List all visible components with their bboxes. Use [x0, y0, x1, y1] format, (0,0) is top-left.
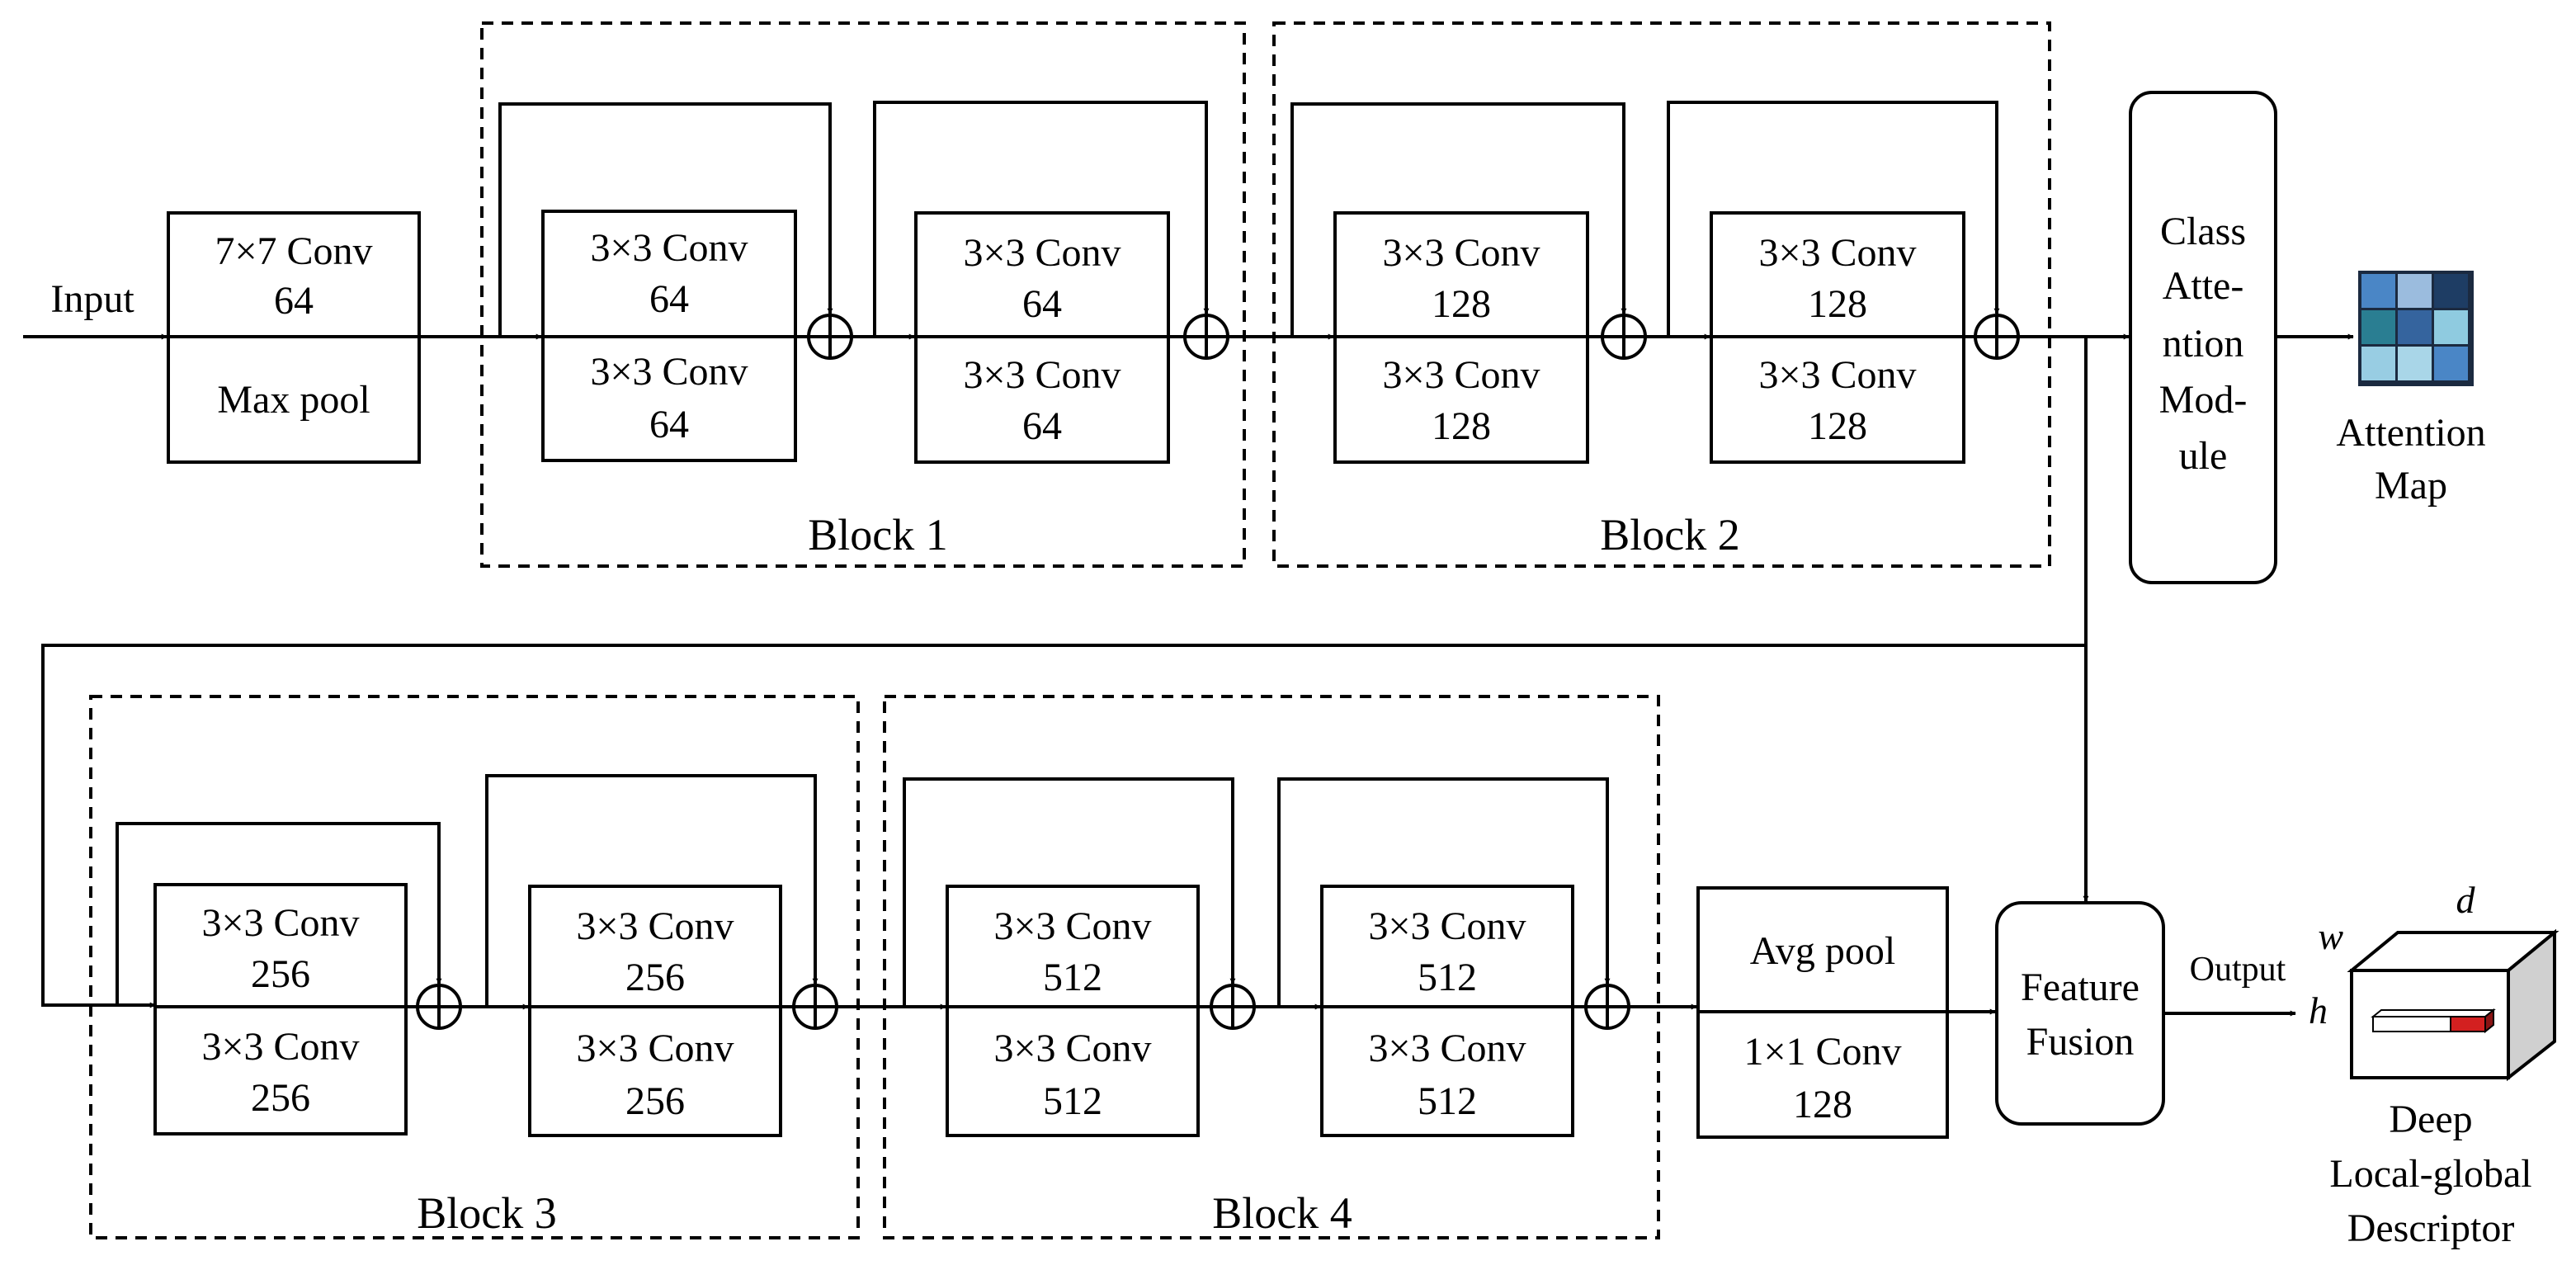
conv-label: 3×3 Conv — [201, 901, 359, 945]
block-1-conv-a: 3×3 Conv 64 3×3 Conv 64 — [541, 210, 797, 462]
block-3-title: Block 3 — [417, 1188, 557, 1238]
dim-h-label: h — [2309, 989, 2328, 1032]
conv-label: 3×3 Conv — [1368, 904, 1526, 948]
conv-label: 3×3 Conv — [576, 904, 734, 948]
attention-map-cell — [2434, 347, 2468, 380]
stem-pool-label: Max pool — [217, 378, 370, 422]
attention-map-cell — [2398, 347, 2432, 380]
stem-box: 7×7 Conv 64 Max pool — [167, 211, 421, 464]
attention-map-label: Map — [2375, 464, 2447, 508]
descriptor-label: Local-global — [2329, 1152, 2531, 1196]
avg-pool-label: Avg pool — [1750, 929, 1895, 973]
add-node — [792, 984, 838, 1030]
attention-map-cell — [2398, 274, 2432, 308]
cam-line: ule — [2179, 434, 2228, 478]
conv-channels: 64 — [1022, 404, 1062, 448]
block-2-conv-a: 3×3 Conv 128 3×3 Conv 128 — [1333, 211, 1589, 464]
stem-channels: 64 — [274, 279, 314, 323]
conv-channels: 64 — [1022, 282, 1062, 326]
head-box: Avg pool 1×1 Conv 128 — [1696, 886, 1949, 1139]
cam-line: Atte- — [2163, 264, 2244, 308]
conv-label: 3×3 Conv — [590, 350, 748, 394]
conv-channels: 128 — [1808, 282, 1867, 326]
conv-label: 3×3 Conv — [576, 1027, 734, 1070]
add-node — [807, 314, 853, 360]
block-1-title: Block 1 — [808, 510, 948, 559]
add-node — [416, 984, 462, 1030]
cam-line: ntion — [2163, 322, 2244, 366]
attention-map-cell — [2434, 274, 2468, 308]
block-3-conv-b: 3×3 Conv 256 3×3 Conv 256 — [528, 885, 782, 1137]
block-4-title: Block 4 — [1212, 1188, 1352, 1238]
add-node — [1584, 984, 1630, 1030]
add-node — [1974, 314, 2020, 360]
output-label: Output — [2190, 951, 2286, 989]
block-2-frame — [1272, 21, 2051, 568]
block-2-conv-b: 3×3 Conv 128 3×3 Conv 128 — [1710, 211, 1965, 464]
conv-channels: 128 — [1432, 404, 1491, 448]
attention-map-cell — [2398, 310, 2432, 344]
descriptor-label: Descriptor — [2347, 1206, 2515, 1250]
conv-channels: 128 — [1432, 282, 1491, 326]
attention-map-cell — [2361, 347, 2395, 380]
conv-label: 3×3 Conv — [1382, 231, 1540, 275]
descriptor-cube — [2347, 928, 2559, 1082]
block-2-title: Block 2 — [1600, 510, 1740, 559]
block-4-conv-a: 3×3 Conv 512 3×3 Conv 512 — [946, 885, 1200, 1137]
dim-w-label: w — [2318, 915, 2343, 957]
add-node — [1210, 984, 1256, 1030]
conv-label: 3×3 Conv — [1382, 353, 1540, 397]
conv-label: 3×3 Conv — [1758, 231, 1916, 275]
conv-label: 3×3 Conv — [963, 231, 1121, 275]
conv-channels: 256 — [625, 1079, 685, 1123]
conv-channels: 256 — [251, 1076, 310, 1120]
head-conv-label: 1×1 Conv — [1743, 1030, 1901, 1074]
block-3-frame — [89, 695, 860, 1239]
class-attention-module: Class Atte- ntion Mod- ule — [2129, 91, 2277, 584]
attention-map-cell — [2434, 310, 2468, 344]
conv-channels: 64 — [649, 277, 689, 321]
add-node — [1601, 314, 1647, 360]
block-4-frame — [883, 695, 1660, 1239]
dim-d-label: d — [2456, 879, 2476, 921]
input-label: Input — [50, 277, 134, 321]
conv-channels: 128 — [1808, 404, 1867, 448]
add-node — [1183, 314, 1229, 360]
conv-channels: 64 — [649, 403, 689, 446]
conv-channels: 256 — [251, 952, 310, 996]
block-4-conv-b: 3×3 Conv 512 3×3 Conv 512 — [1320, 885, 1574, 1137]
conv-channels: 512 — [1043, 1079, 1102, 1123]
row-connector — [41, 337, 2088, 1008]
block-1-conv-b: 3×3 Conv 64 3×3 Conv 64 — [914, 211, 1170, 464]
conv-label: 3×3 Conv — [1758, 353, 1916, 397]
conv-label: 3×3 Conv — [993, 904, 1151, 948]
conv-channels: 512 — [1418, 956, 1477, 999]
cam-line: Mod- — [2159, 378, 2248, 422]
block-3-conv-a: 3×3 Conv 256 3×3 Conv 256 — [153, 883, 408, 1135]
head-channels: 128 — [1793, 1083, 1852, 1126]
conv-label: 3×3 Conv — [993, 1027, 1151, 1070]
descriptor-bar — [2371, 1008, 2496, 1034]
attention-map-grid — [2358, 271, 2474, 386]
stem-conv-label: 7×7 Conv — [215, 229, 372, 273]
conv-label: 3×3 Conv — [1368, 1027, 1526, 1070]
conv-label: 3×3 Conv — [963, 353, 1121, 397]
conv-channels: 512 — [1418, 1079, 1477, 1123]
conv-label: 3×3 Conv — [590, 226, 748, 270]
attention-map-cell — [2361, 274, 2395, 308]
fusion-label: Feature — [2021, 965, 2140, 1009]
attention-map-cell — [2361, 310, 2395, 344]
conv-channels: 256 — [625, 956, 685, 999]
conv-label: 3×3 Conv — [201, 1025, 359, 1069]
cam-line: Class — [2160, 210, 2246, 253]
block-1-frame — [480, 21, 1246, 568]
fusion-label: Fusion — [2026, 1020, 2135, 1064]
feature-fusion-box: Feature Fusion — [1995, 901, 2165, 1126]
conv-channels: 512 — [1043, 956, 1102, 999]
attention-map-label: Attention — [2336, 411, 2485, 455]
descriptor-label: Deep — [2389, 1098, 2472, 1141]
